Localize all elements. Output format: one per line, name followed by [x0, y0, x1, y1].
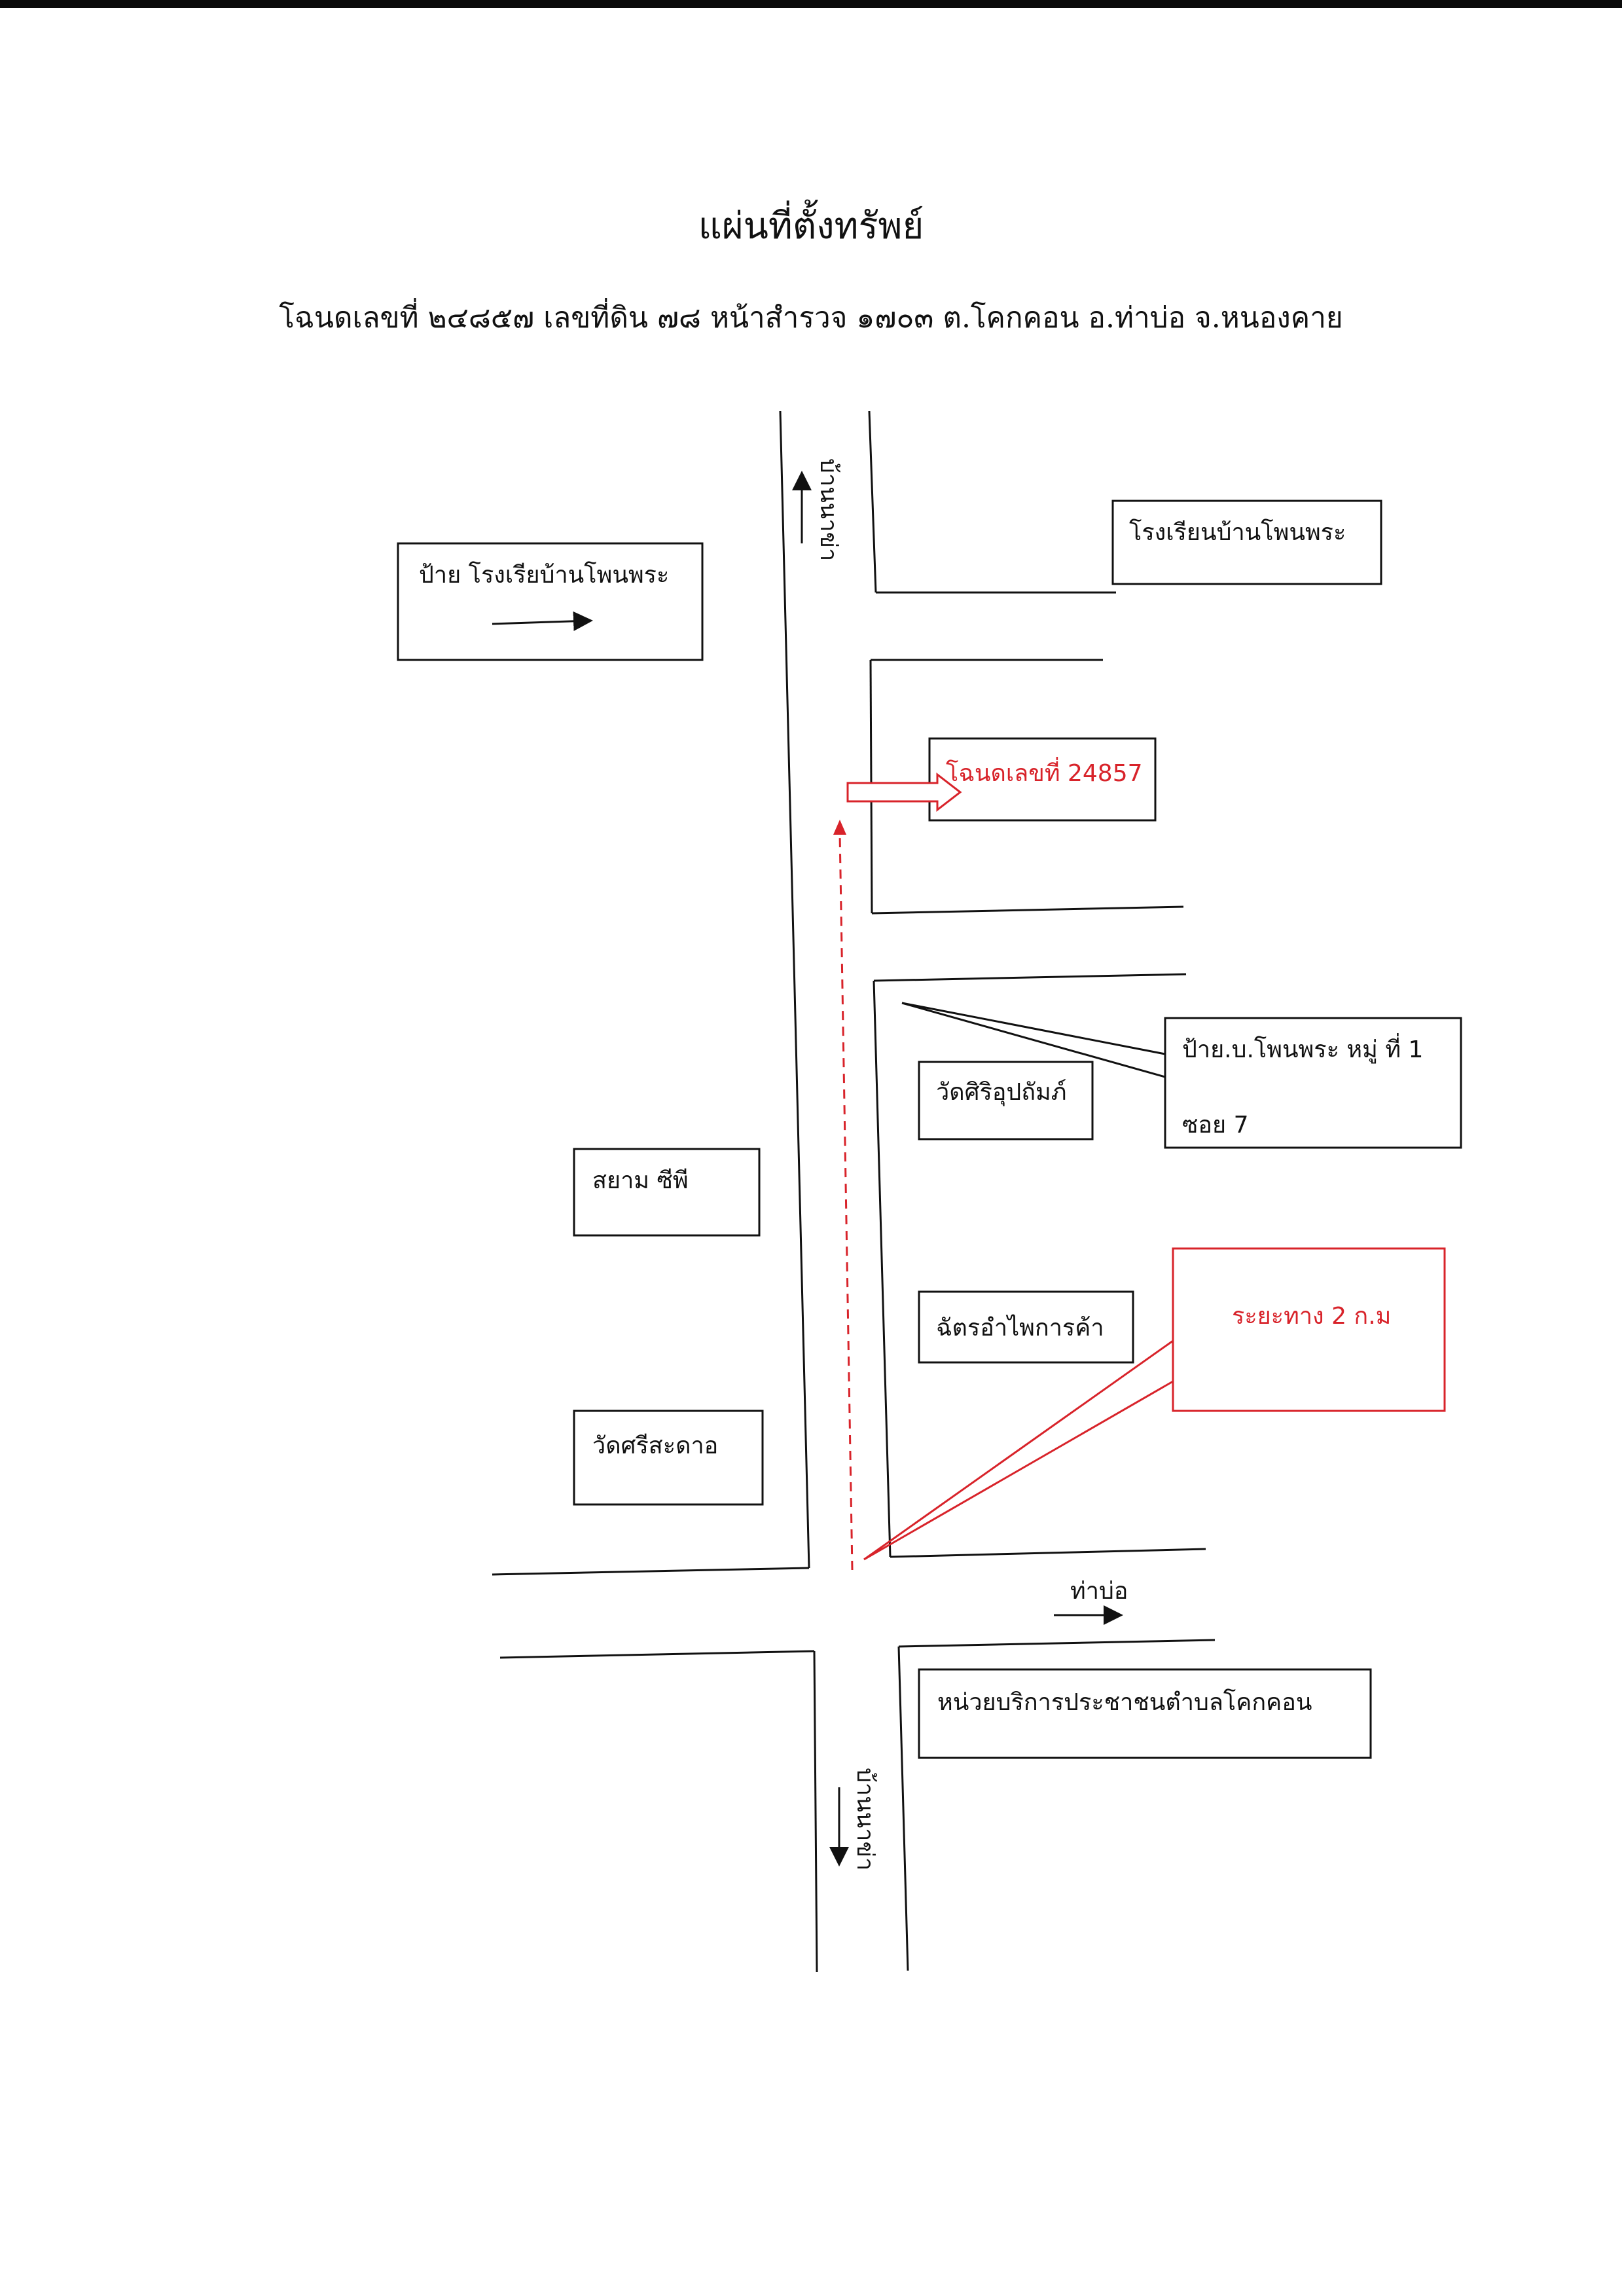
village-sign-label: ป้าย.บ.โพนพระ หมู่ ที่ 1 — [1182, 1033, 1423, 1064]
deed-subtitle: โฉนดเลขที่ ๒๔๘๕๗ เลขที่ดิน ๗๘ หน้าสำรวจ … — [279, 301, 1343, 335]
route-dashed-line — [838, 832, 854, 1571]
temple-1-box — [918, 1061, 1094, 1140]
service-unit-label: หน่วยบริการประชาชนตำบลโคกคอน — [937, 1688, 1312, 1716]
side-street — [890, 1548, 1206, 1558]
side-street — [871, 905, 1184, 915]
shop-label: ฉัตรอำไพการค้า — [936, 1314, 1104, 1341]
route-arrowhead-icon — [833, 820, 846, 835]
road-label-east: ท่าบ่อ — [1070, 1578, 1128, 1605]
school-label: โรงเรียนบ้านโพนพระ — [1129, 519, 1346, 546]
deed-pointer-arrow-icon — [846, 772, 962, 812]
scan-top-edge — [0, 0, 1622, 8]
road-label-south: บ้านนาข่า — [852, 1768, 878, 1870]
distance-callout — [863, 1339, 1174, 1561]
siam-cp-box — [573, 1148, 761, 1237]
cross-road — [492, 1567, 810, 1576]
deed-label: โฉนดเลขที่ 24857 — [946, 757, 1143, 787]
arrow-right-icon — [492, 611, 593, 631]
school-sign-label: ป้าย โรงเรียบ้านโพนพระ — [419, 561, 669, 589]
school-sign-box — [397, 542, 704, 661]
main-road-east-edge — [868, 410, 877, 593]
village-sign-callout — [901, 1002, 1166, 1078]
cross-road — [499, 1650, 815, 1659]
school-box — [1111, 500, 1382, 585]
siam-cp-label: สยาม ซีพี — [592, 1167, 689, 1194]
main-road-east-edge — [897, 1646, 909, 1971]
deed-box — [928, 737, 1157, 822]
temple-2-box — [573, 1410, 764, 1506]
map-title: แผ่นที่ตั้งทรัพย์ — [698, 205, 924, 247]
service-unit-box — [918, 1668, 1372, 1759]
main-road-west-edge — [779, 410, 810, 1569]
temple-1-label: วัดศิริอุปถัมภ์ — [936, 1079, 1067, 1106]
main-road-west-edge — [813, 1650, 818, 1973]
distance-label: ระยะทาง 2 ก.ม — [1232, 1303, 1391, 1330]
cross-road — [898, 1639, 1216, 1648]
shop-box — [918, 1290, 1134, 1364]
distance-box — [1172, 1247, 1446, 1412]
village-sign-box — [1164, 1017, 1462, 1149]
temple-2-label: วัดศรีสะดาอ — [592, 1432, 718, 1459]
soi-label: ซอย 7 — [1182, 1112, 1249, 1139]
road-label-north: บ้านนาข่า — [815, 458, 842, 561]
main-road-east-edge — [873, 980, 892, 1558]
side-street — [873, 973, 1187, 982]
